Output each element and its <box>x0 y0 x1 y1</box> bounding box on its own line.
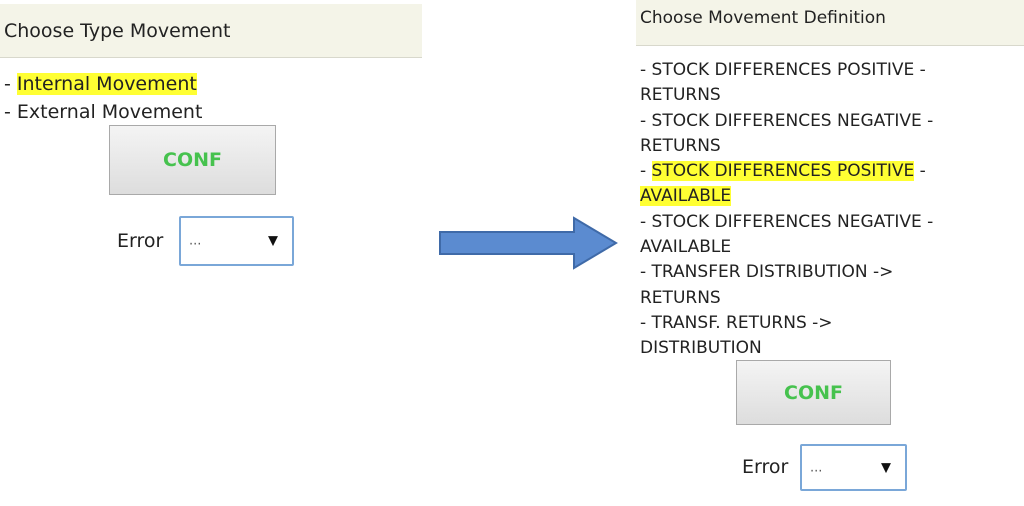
error-label: Error <box>742 456 789 478</box>
option-internal-movement[interactable]: - Internal Movement <box>4 70 202 98</box>
option-label-line1-suffix: - <box>914 161 926 182</box>
option-transfer-distribution-returns[interactable]: - TRANSFER DISTRIBUTION -> RETURNS <box>640 260 1020 311</box>
chevron-down-icon: ▼ <box>881 460 891 475</box>
error-select[interactable]: ... ▼ <box>179 216 294 266</box>
right-arrow-shape <box>439 216 618 270</box>
movement-definition-panel: Choose Movement Definition - STOCK DIFFE… <box>636 0 1024 506</box>
option-external-movement[interactable]: - External Movement <box>4 98 202 126</box>
option-stock-diff-positive-returns[interactable]: - STOCK DIFFERENCES POSITIVE - RETURNS <box>640 58 1020 109</box>
option-prefix: - <box>640 110 652 131</box>
type-movement-list: - Internal Movement - External Movement <box>4 70 202 126</box>
option-label-line1: STOCK DIFFERENCES POSITIVE <box>651 161 915 182</box>
option-label-line1: STOCK DIFFERENCES POSITIVE - <box>651 60 926 80</box>
type-movement-header: Choose Type Movement <box>0 4 422 58</box>
option-stock-diff-negative-available[interactable]: - STOCK DIFFERENCES NEGATIVE - AVAILABLE <box>640 210 1020 261</box>
option-label-line2: DISTRIBUTION <box>640 338 762 359</box>
option-stock-diff-positive-available[interactable]: - STOCK DIFFERENCES POSITIVE - AVAILABLE <box>640 159 1020 210</box>
option-label: External Movement <box>16 101 203 123</box>
chevron-down-icon: ▼ <box>268 233 278 249</box>
option-label: Internal Movement <box>16 73 197 95</box>
right-arrow-icon <box>439 216 618 270</box>
option-label-line2: RETURNS <box>640 85 721 106</box>
option-prefix: - <box>4 101 17 123</box>
error-select[interactable]: ... ▼ <box>800 444 907 491</box>
option-label-line1: STOCK DIFFERENCES NEGATIVE - <box>651 110 934 131</box>
error-label: Error <box>117 230 164 252</box>
option-transf-returns-distribution[interactable]: - TRANSF. RETURNS -> DISTRIBUTION <box>640 311 1020 362</box>
option-prefix: - <box>640 211 652 232</box>
option-prefix: - <box>640 262 652 283</box>
option-label-line2: AVAILABLE <box>640 186 732 207</box>
conf-button[interactable]: CONF <box>109 125 276 195</box>
option-label-line1: TRANSFER DISTRIBUTION -> <box>651 262 894 283</box>
movement-definition-title: Choose Movement Definition <box>640 8 886 28</box>
option-label-line2: RETURNS <box>640 135 721 156</box>
error-select-value: ... <box>189 233 202 249</box>
option-label-line2: RETURNS <box>640 287 721 308</box>
movement-definition-header: Choose Movement Definition <box>636 0 1024 46</box>
error-select-value: ... <box>810 460 823 475</box>
option-label-line1: TRANSF. RETURNS -> <box>651 312 833 333</box>
type-movement-title: Choose Type Movement <box>4 20 231 42</box>
conf-button[interactable]: CONF <box>736 360 891 425</box>
option-prefix: - <box>640 161 652 182</box>
option-label-line1: STOCK DIFFERENCES NEGATIVE - <box>651 211 934 232</box>
option-label-line2: AVAILABLE <box>640 237 732 258</box>
option-prefix: - <box>640 60 652 80</box>
movement-definition-list: - STOCK DIFFERENCES POSITIVE - RETURNS - … <box>640 58 1020 362</box>
option-stock-diff-negative-returns[interactable]: - STOCK DIFFERENCES NEGATIVE - RETURNS <box>640 109 1020 160</box>
option-prefix: - <box>4 73 17 95</box>
type-movement-panel: Choose Type Movement - Internal Movement… <box>0 0 422 506</box>
option-prefix: - <box>640 312 652 333</box>
